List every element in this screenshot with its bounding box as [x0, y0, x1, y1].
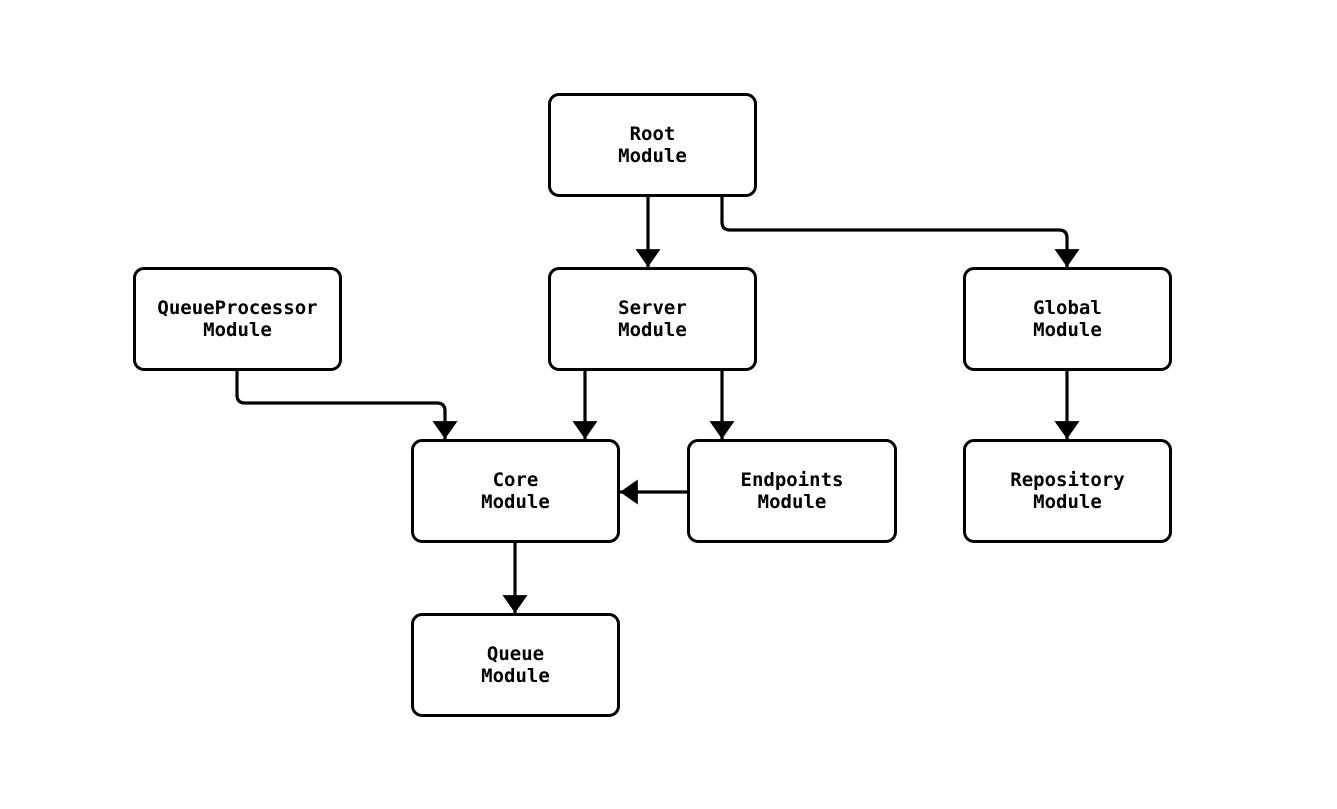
node-label-line: Core	[492, 469, 539, 491]
edge-root-to-global	[720, 197, 1080, 267]
node-endpoints-module: Endpoints Module	[687, 439, 897, 543]
node-queueprocessor-module: QueueProcessor Module	[133, 267, 342, 371]
node-label-line: Repository	[1010, 469, 1125, 491]
node-label-line: Module	[618, 145, 687, 167]
node-label-line: Endpoints	[740, 469, 844, 491]
node-label-line: QueueProcessor	[157, 297, 318, 319]
node-repository-module: Repository Module	[963, 439, 1172, 543]
node-label-line: Module	[481, 665, 550, 687]
node-label-line: Global	[1033, 297, 1102, 319]
node-label-line: Module	[618, 319, 687, 341]
node-label-line: Queue	[486, 643, 545, 665]
node-label-line: Root	[629, 123, 676, 145]
node-label-line: Server	[618, 297, 687, 319]
node-label-line: Module	[203, 319, 272, 341]
node-label-line: Module	[1033, 319, 1102, 341]
node-queue-module: Queue Module	[411, 613, 620, 717]
node-core-module: Core Module	[411, 439, 620, 543]
node-label-line: Module	[757, 491, 827, 513]
node-global-module: Global Module	[963, 267, 1172, 371]
node-server-module: Server Module	[548, 267, 757, 371]
edge-queueprocessor-to-core	[235, 371, 458, 439]
node-label-line: Module	[1033, 491, 1102, 513]
node-label-line: Module	[481, 491, 550, 513]
node-root-module: Root Module	[548, 93, 757, 197]
